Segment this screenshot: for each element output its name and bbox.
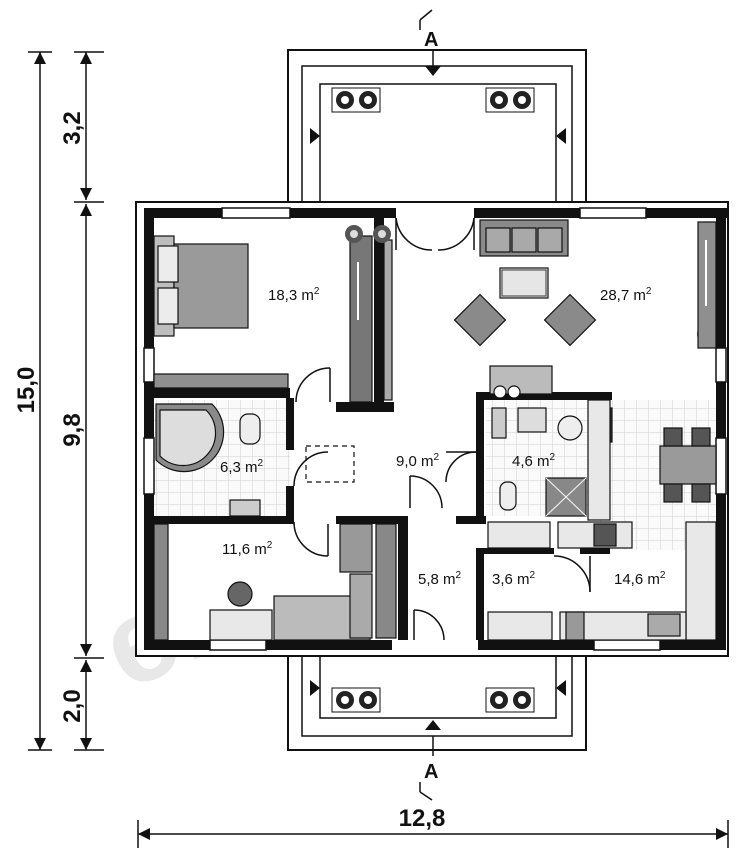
room-area-entry: 5,8 m2 [418, 570, 462, 588]
dim-total-width: 12,8 [399, 805, 446, 832]
planter-icon [331, 87, 381, 113]
interior-walls [154, 218, 612, 640]
plant-icon [345, 225, 363, 243]
room-area-bedroom: 18,3 m2 [268, 286, 320, 304]
living-furniture [453, 219, 717, 399]
bath-fixtures [155, 403, 355, 517]
stair-arrow-icon [425, 66, 441, 76]
plant-icon [373, 225, 391, 243]
planter-icon [485, 687, 535, 713]
interior-doors [293, 367, 591, 641]
stair-arrow-icon [425, 720, 441, 730]
bedroom-furniture [153, 235, 393, 403]
stair-arrow-icon [556, 680, 566, 696]
section-marker-bottom: A [419, 736, 438, 801]
room-area-hall: 9,0 m2 [396, 452, 440, 470]
room-labels: 18,3 m2 28,7 m2 6,3 m2 9,0 m2 4,6 m2 11,… [220, 286, 666, 588]
dimension-lines [28, 51, 729, 848]
room-area-pantry: 3,6 m2 [492, 570, 536, 588]
stair-arrow-icon [310, 128, 320, 144]
bottom-terrace [287, 649, 587, 751]
room-area-wc: 4,6 m2 [512, 452, 556, 470]
dim-total-height: 15,0 [13, 367, 40, 414]
dining-table [659, 427, 717, 503]
kitchen-fixtures [487, 399, 717, 641]
room-area-kitchen: 14,6 m2 [614, 570, 666, 588]
planter-icon [485, 87, 535, 113]
exterior-walls [144, 208, 728, 650]
svg-text:A: A [424, 29, 438, 51]
terrace-door-top [395, 217, 475, 251]
planter-icon [331, 687, 381, 713]
dim-bottom-terrace: 2,0 [59, 689, 86, 722]
stair-arrow-icon [556, 128, 566, 144]
section-marker-top: A [419, 9, 438, 66]
top-terrace [287, 49, 587, 203]
room-area-room2: 11,6 m2 [222, 540, 273, 558]
dim-house-depth: 9,8 [59, 413, 86, 446]
svg-text:A: A [424, 761, 438, 783]
dim-top-terrace: 3,2 [59, 111, 86, 144]
room-area-bathroom: 6,3 m2 [220, 458, 264, 476]
room2-furniture [153, 523, 397, 641]
stair-arrow-icon [310, 680, 320, 696]
room-area-living: 28,7 m2 [600, 286, 652, 304]
dimension-labels: 15,0 3,2 9,8 2,0 12,8 [13, 111, 445, 832]
